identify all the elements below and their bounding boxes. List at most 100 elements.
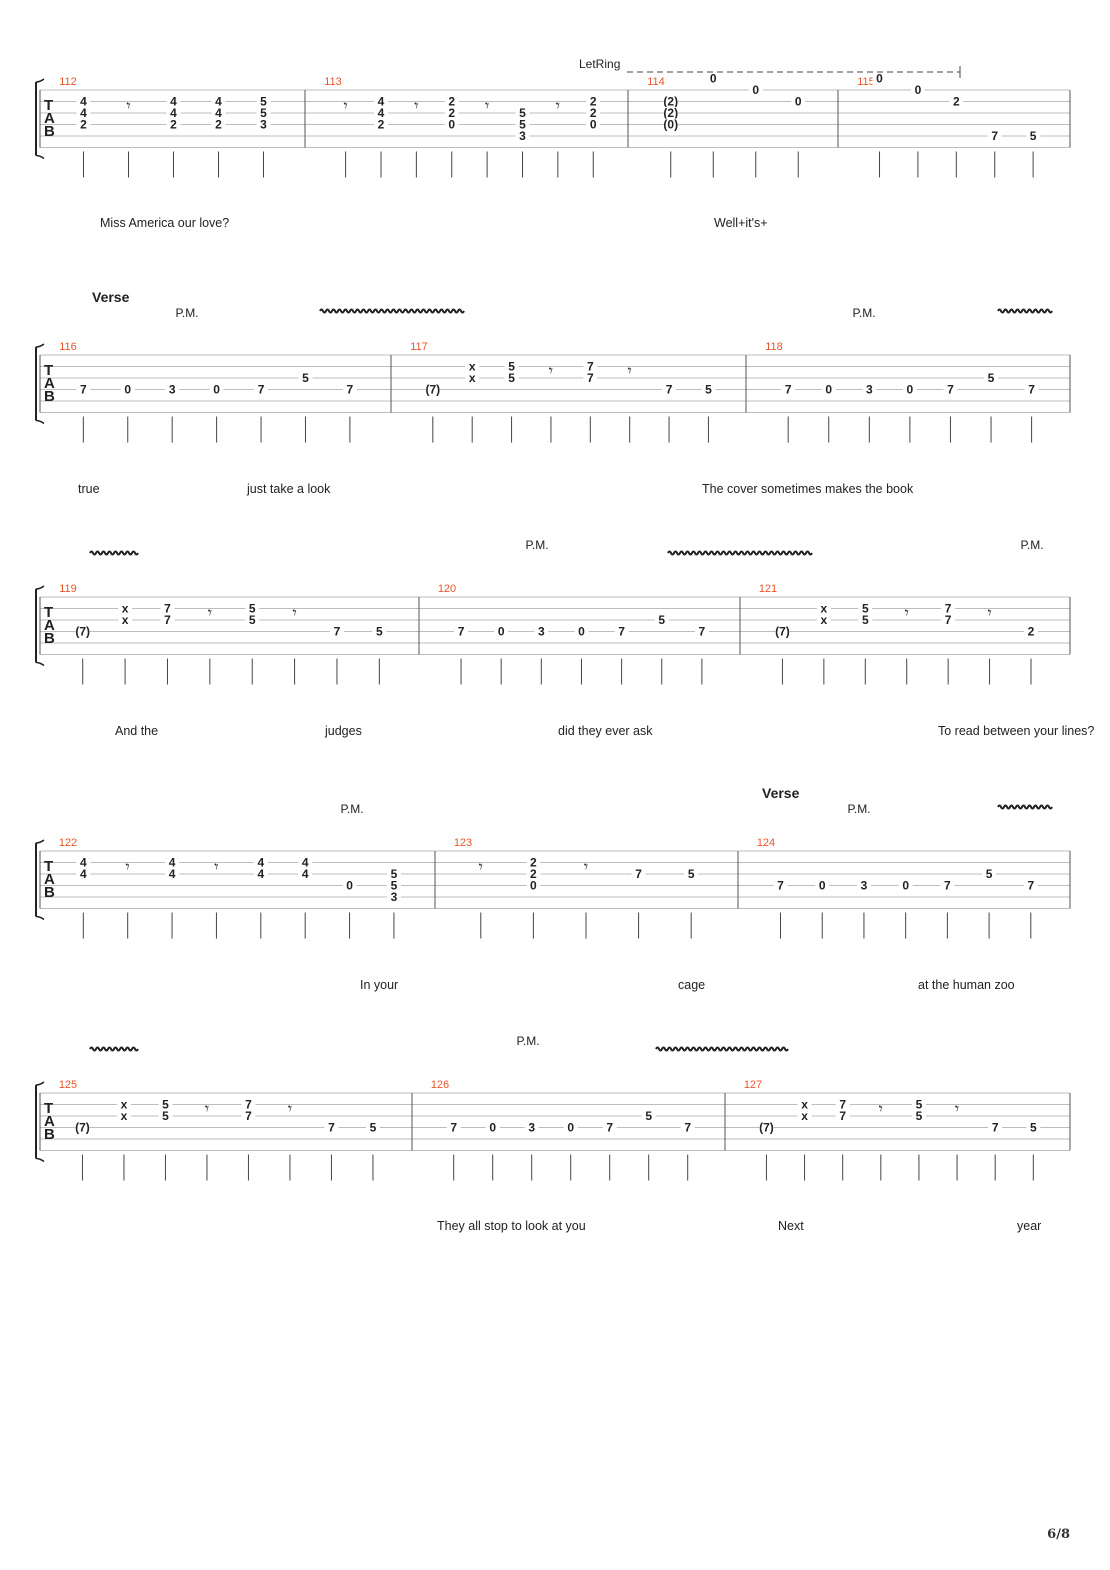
fret-number: 3 xyxy=(538,625,545,639)
tab-clef-letter: A xyxy=(44,1113,55,1130)
fret-bg xyxy=(241,1098,256,1111)
lyric-text: Miss America our love? xyxy=(100,216,229,230)
fret-number: 7 xyxy=(839,1109,846,1123)
fret-bg xyxy=(684,868,699,880)
fret-number: 7 xyxy=(258,383,265,397)
fret-number: 7 xyxy=(458,625,465,639)
fret-bg xyxy=(910,84,925,96)
fret-number: 4 xyxy=(302,867,309,881)
fret-number: 0 xyxy=(907,383,914,397)
fret-number: 7 xyxy=(945,602,952,616)
fret-bg xyxy=(815,879,830,892)
fret-bg xyxy=(386,891,401,903)
system-bracket-hook xyxy=(35,839,45,921)
fret-number: 3 xyxy=(391,890,398,904)
fret-bg xyxy=(586,95,601,108)
fret-number: (7) xyxy=(75,1121,90,1135)
lyric-text: just take a look xyxy=(246,482,331,496)
fret-number: 5 xyxy=(162,1109,169,1123)
fret-number: 5 xyxy=(1030,129,1037,143)
fret-number: 5 xyxy=(1030,1121,1037,1135)
eighth-rest: 𝄾 xyxy=(126,857,130,876)
fret-bg xyxy=(988,1121,1003,1134)
fret-number: 0 xyxy=(819,879,826,893)
eighth-rest: 𝄾 xyxy=(288,1099,292,1118)
measure-number: 124 xyxy=(757,837,775,849)
fret-number: 7 xyxy=(947,383,954,397)
fret-number: 0 xyxy=(567,1121,574,1135)
fret-number: (7) xyxy=(775,625,790,639)
fret-number: 7 xyxy=(699,625,706,639)
eighth-rest: 𝄾 xyxy=(879,1099,883,1118)
fret-bg xyxy=(116,1098,131,1111)
fret-number: 7 xyxy=(245,1109,252,1123)
eighth-rest: 𝄾 xyxy=(628,361,632,380)
fret-bg xyxy=(816,614,831,626)
fret-bg xyxy=(76,383,91,396)
fret-number: 0 xyxy=(902,879,909,893)
fret-bg xyxy=(586,118,601,131)
fret-bg xyxy=(586,107,601,119)
fret-number: 5 xyxy=(162,1098,169,1112)
measure-number: 120 xyxy=(438,583,456,595)
fret-bg xyxy=(425,383,440,396)
fret-number: 2 xyxy=(215,118,222,132)
fret-number: 4 xyxy=(80,856,87,870)
fret-bg xyxy=(949,95,964,108)
measure-number: 119 xyxy=(59,583,77,595)
fret-bg xyxy=(641,1110,656,1122)
fret-bg xyxy=(166,107,181,119)
fret-bg xyxy=(494,625,509,638)
fret-bg xyxy=(298,372,313,384)
fret-bg xyxy=(76,107,91,119)
fret-bg xyxy=(984,372,999,384)
fret-bg xyxy=(835,1098,850,1111)
palm-mute-label: P.M. xyxy=(525,538,548,552)
fret-bg xyxy=(614,625,629,638)
lyric-text: To read between your lines? xyxy=(938,724,1094,738)
fret-number: 7 xyxy=(618,625,625,639)
fret-number: 7 xyxy=(945,613,952,627)
fret-number: 7 xyxy=(1027,879,1034,893)
fret-number: 3 xyxy=(866,383,873,397)
measure-number: 121 xyxy=(759,583,777,595)
section-label: Verse xyxy=(92,289,130,305)
fret-number: 2 xyxy=(448,95,455,109)
fret-number: 2 xyxy=(530,856,537,870)
palm-mute-label: P.M. xyxy=(175,306,198,320)
fret-number: 0 xyxy=(710,72,717,86)
tab-clef-letter: A xyxy=(44,871,55,888)
vibrato-line xyxy=(319,308,465,314)
fret-number: 5 xyxy=(249,602,256,616)
fret-number: 5 xyxy=(370,1121,377,1135)
fret-bg xyxy=(76,868,91,880)
fret-bg xyxy=(821,383,836,396)
fret-number: (0) xyxy=(663,118,678,132)
fret-bg xyxy=(373,95,388,108)
fret-number: 5 xyxy=(376,625,383,639)
fret-number: 2 xyxy=(1028,625,1035,639)
fret-number: 2 xyxy=(448,106,455,120)
tab-clef-letter: T xyxy=(44,1100,53,1117)
fret-bg xyxy=(254,383,269,396)
fret-bg xyxy=(515,130,530,142)
fret-number: 4 xyxy=(215,106,222,120)
fret-bg xyxy=(120,383,135,396)
fret-bg xyxy=(1024,383,1039,396)
fret-number: 4 xyxy=(80,95,87,109)
fret-bg xyxy=(160,602,175,615)
fret-bg xyxy=(563,1121,578,1134)
fret-bg xyxy=(1023,879,1038,892)
fret-bg xyxy=(680,1121,695,1134)
eighth-rest: 𝄾 xyxy=(479,857,483,876)
vibrato-line xyxy=(997,804,1053,810)
fret-bg xyxy=(211,118,226,131)
tab-clef-letter: A xyxy=(44,110,55,127)
fret-number: 7 xyxy=(785,383,792,397)
eighth-rest: 𝄾 xyxy=(343,96,347,115)
fret-number: 5 xyxy=(508,360,515,374)
fret-number: 4 xyxy=(170,106,177,120)
fret-number: 7 xyxy=(992,1121,999,1135)
fret-bg xyxy=(987,130,1002,142)
